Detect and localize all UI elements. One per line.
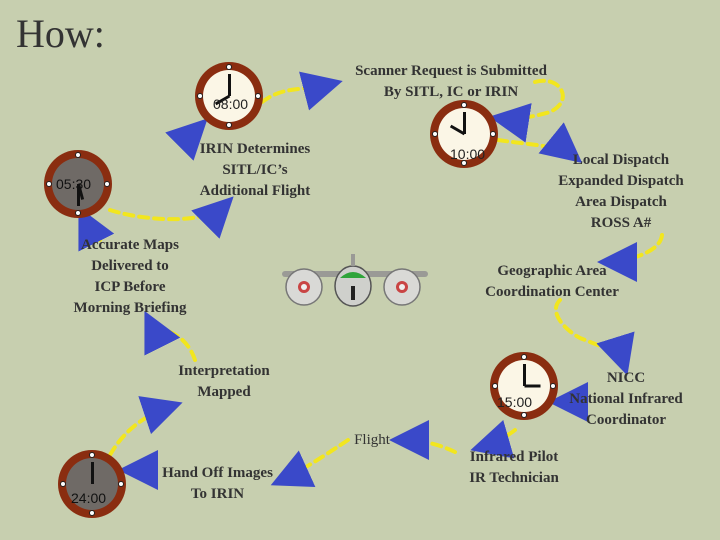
clock-tick — [104, 181, 110, 187]
path-interpretation-to-maps — [148, 318, 195, 360]
clock-tick — [492, 383, 498, 389]
clock-tick — [75, 152, 81, 158]
clock-tick — [89, 452, 95, 458]
clock-0800-time: 08:00 — [213, 96, 248, 112]
label-flight: Flight — [345, 430, 399, 451]
clock-tick — [89, 510, 95, 516]
clock-tick — [226, 64, 232, 70]
path-gacc-to-nicc — [556, 300, 625, 368]
label-irin-determines: IRIN Determines SITL/IC’s Additional Fli… — [180, 139, 330, 202]
clock-tick — [521, 412, 527, 418]
clock-2400-time: 24:00 — [71, 490, 106, 506]
clock-tick — [75, 210, 81, 216]
clock-tick — [521, 354, 527, 360]
label-gacc: Geographic Area Coordination Center — [462, 261, 642, 303]
label-infrared-pilot: Infrared Pilot IR Technician — [448, 447, 580, 489]
clock-2400 — [58, 450, 126, 518]
label-hand-off: Hand Off Images To IRIN — [145, 463, 290, 505]
path-dispatch-to-gacc — [605, 235, 662, 262]
clock-0530-time: 05:30 — [56, 176, 91, 192]
clock-tick — [197, 93, 203, 99]
path-pilot-to-flight — [397, 440, 455, 452]
clock-tick — [118, 481, 124, 487]
clock-tick — [255, 93, 261, 99]
path-2400-to-interpretation — [110, 405, 175, 455]
label-interpretation: Interpretation Mapped — [160, 361, 288, 403]
path-0800-to-scanner — [262, 83, 335, 102]
label-nicc: NICC National Infrared Coordinator — [550, 368, 702, 431]
clock-tick — [226, 122, 232, 128]
clock-tick — [60, 481, 66, 487]
path-1500-to-pilot — [478, 430, 515, 448]
clock-1000-time: 10:00 — [450, 146, 485, 162]
clock-tick — [432, 131, 438, 137]
clock-1500-time: 15:00 — [497, 394, 532, 410]
clock-tick — [46, 181, 52, 187]
label-accurate-maps: Accurate Maps Delivered to ICP Before Mo… — [55, 235, 205, 319]
path-irin-to-0800 — [188, 124, 202, 140]
label-scanner-request: Scanner Request is Submitted By SITL, IC… — [330, 61, 572, 103]
label-dispatch: Local Dispatch Expanded Dispatch Area Di… — [540, 150, 702, 234]
path-0530-to-irin — [110, 202, 228, 219]
clock-tick — [490, 131, 496, 137]
airplane-icon — [280, 252, 430, 324]
